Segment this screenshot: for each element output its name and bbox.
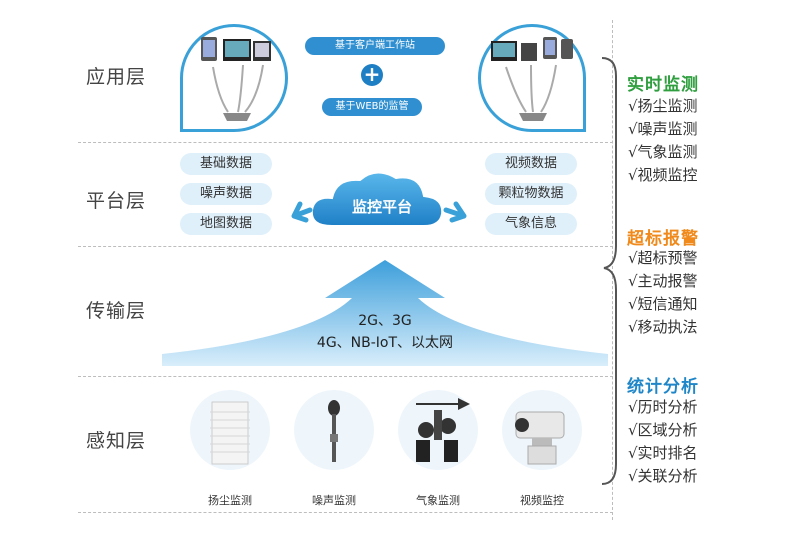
layer-label-perception: 感知层 [86,430,147,452]
noise-sensor-image [294,390,374,470]
feature-item: √主动报警 [628,272,698,290]
feature-item: √气象监测 [628,143,698,161]
transport-arrow [162,260,608,366]
separator [78,142,613,143]
sensor-label: 扬尘监测 [208,494,252,507]
feature-item: √视频监控 [628,166,698,184]
feature-item: √短信通知 [628,295,698,313]
sensor-label: 视频监控 [520,494,564,507]
data-item: 颗粒物数据 [485,183,577,205]
feature-item: √关联分析 [628,467,698,485]
layer-label-app: 应用层 [86,66,147,88]
separator [78,376,613,377]
network-line-1: 2G、3G [358,313,412,329]
feature-item: √移动执法 [628,318,698,336]
client-workstation-illustration [180,24,288,132]
feature-item: √历时分析 [628,398,698,416]
sensor-label: 气象监测 [416,494,460,507]
sensor-label: 噪声监测 [312,494,356,507]
feature-item: √区域分析 [628,421,698,439]
web-monitoring-illustration [478,24,586,132]
data-item: 视频数据 [485,153,577,175]
layer-label-transport: 传输层 [86,300,147,322]
brace-icon [601,57,617,485]
data-item: 气象信息 [485,213,577,235]
web-monitoring-label: 基于WEB的监管 [322,98,422,116]
weather-sensor-image [398,390,478,470]
plus-icon: + [361,64,383,86]
separator [78,246,613,247]
feature-item: √超标预警 [628,249,698,267]
feature-item: √噪声监测 [628,120,698,138]
group-title-realtime: 实时监测 [627,75,699,95]
separator [78,512,613,513]
data-item: 基础数据 [180,153,272,175]
network-line-2: 4G、NB-IoT、以太网 [316,335,454,351]
data-item: 地图数据 [180,213,272,235]
cloud-platform-graphic [291,171,467,227]
cloud-platform-label: 监控平台 [351,198,412,216]
feature-item: √实时排名 [628,444,698,462]
group-title-statistics: 统计分析 [627,377,699,397]
feature-item: √扬尘监测 [628,97,698,115]
vertical-divider [612,20,613,520]
data-item: 噪声数据 [180,183,272,205]
group-title-alarm: 超标报警 [627,229,699,249]
client-workstation-label: 基于客户端工作站 [305,37,445,55]
video-camera-image [502,390,582,470]
dust-sensor-image [190,390,270,470]
layer-label-platform: 平台层 [86,190,147,212]
